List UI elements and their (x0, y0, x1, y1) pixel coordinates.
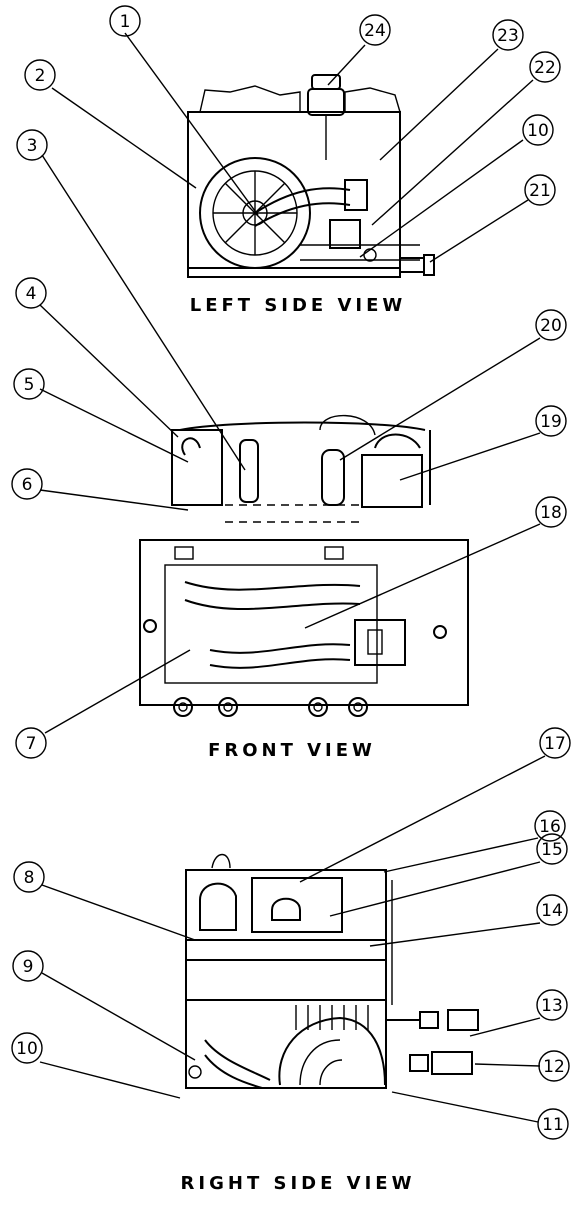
left-side-view-title: LEFT SIDE VIEW (190, 295, 407, 316)
right-tank (361, 454, 423, 508)
svg-text:15: 15 (541, 840, 563, 860)
callout-7: 7 (15, 727, 47, 759)
callout-15: 15 (536, 833, 568, 865)
callout-10-left: 10 (522, 114, 554, 146)
svg-text:11: 11 (542, 1115, 564, 1135)
callout-11: 11 (537, 1108, 569, 1140)
callout-10-right: 10 (11, 1032, 43, 1064)
svg-text:23: 23 (497, 26, 519, 46)
callout-6: 6 (11, 468, 43, 500)
svg-text:1: 1 (120, 12, 131, 32)
callout-23: 23 (492, 19, 524, 51)
callout-13: 13 (536, 989, 568, 1021)
callout-9: 9 (12, 950, 44, 982)
svg-text:7: 7 (26, 734, 37, 754)
svg-text:10: 10 (527, 121, 549, 141)
right-housing (185, 869, 387, 1089)
svg-text:13: 13 (541, 996, 563, 1016)
svg-text:2: 2 (35, 66, 46, 86)
callout-18: 18 (535, 496, 567, 528)
svg-text:16: 16 (539, 817, 561, 837)
svg-text:21: 21 (529, 181, 551, 201)
front-chassis (139, 539, 469, 706)
callout-16: 16 (534, 810, 566, 842)
svg-text:19: 19 (540, 412, 562, 432)
callout-8: 8 (13, 861, 45, 893)
callout-19: 19 (535, 405, 567, 437)
left-tank (171, 429, 223, 506)
svg-text:20: 20 (540, 316, 562, 336)
svg-text:6: 6 (22, 475, 33, 495)
svg-text:8: 8 (24, 868, 35, 888)
left-side-view: LEFT SIDE VIEW (187, 74, 435, 316)
callout-24: 24 (359, 14, 391, 46)
right-side-view-title: RIGHT SIDE VIEW (181, 1173, 416, 1194)
callouts: 1 2 3 4 5 6 7 8 9 10 24 23 22 10 21 20 1… (11, 5, 571, 1140)
svg-text:17: 17 (544, 734, 566, 754)
left-housing (187, 111, 401, 278)
svg-text:4: 4 (26, 284, 37, 304)
svg-text:9: 9 (23, 957, 34, 977)
callout-14: 14 (536, 894, 568, 926)
svg-text:12: 12 (543, 1057, 565, 1077)
svg-text:22: 22 (534, 58, 556, 78)
front-view: FRONT VIEW (139, 414, 469, 761)
svg-text:18: 18 (540, 503, 562, 523)
callout-4: 4 (15, 277, 47, 309)
right-side-view: RIGHT SIDE VIEW (181, 853, 479, 1194)
svg-text:24: 24 (364, 21, 386, 41)
leader-lines (39, 32, 546, 1123)
front-view-title: FRONT VIEW (208, 740, 376, 761)
callout-2: 2 (24, 59, 56, 91)
svg-text:3: 3 (27, 136, 38, 156)
callout-21: 21 (524, 174, 556, 206)
callout-5: 5 (13, 368, 45, 400)
svg-text:10: 10 (16, 1039, 38, 1059)
callout-20: 20 (535, 309, 567, 341)
callout-12: 12 (538, 1050, 570, 1082)
callout-1: 1 (109, 5, 141, 37)
svg-text:14: 14 (541, 901, 563, 921)
svg-text:5: 5 (24, 375, 35, 395)
callout-17: 17 (539, 727, 571, 759)
callout-22: 22 (529, 51, 561, 83)
callout-3: 3 (16, 129, 48, 161)
